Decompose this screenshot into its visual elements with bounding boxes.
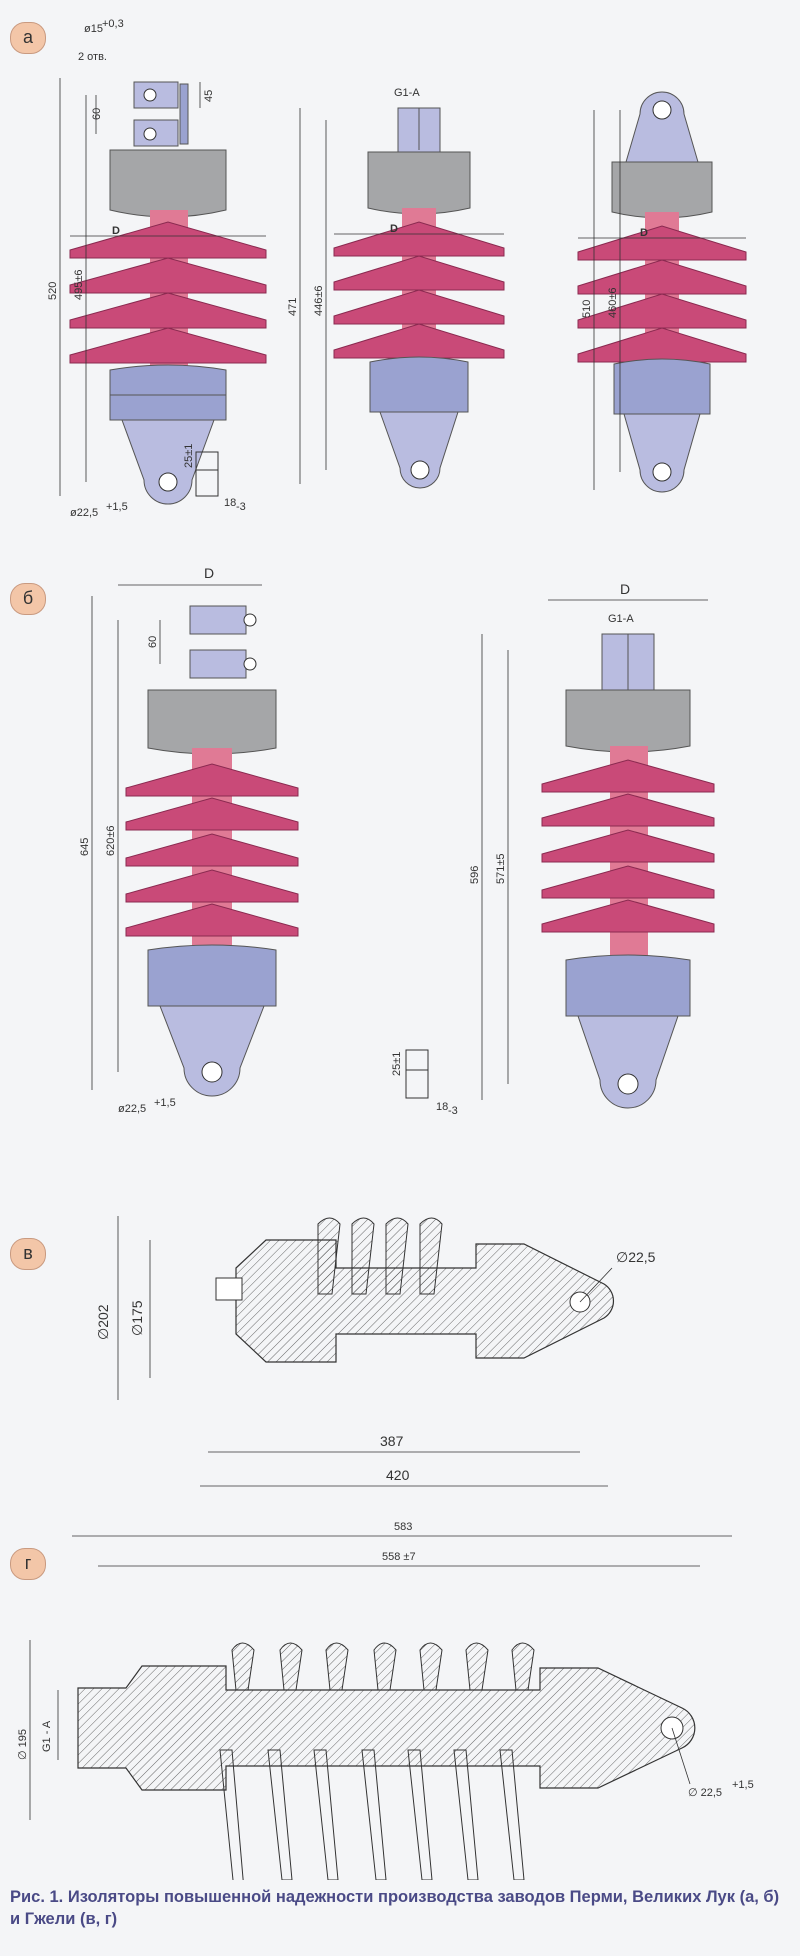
a-mid-dim-total: 471	[287, 298, 299, 316]
a-left-bottom-hole: ø22,5	[70, 507, 98, 519]
insulator-b-right	[481, 599, 715, 1109]
insulator-a-left	[59, 78, 267, 505]
insulator-a-right	[577, 91, 747, 493]
v-dia-outer: ∅202	[95, 1304, 111, 1340]
insulator-a-mid	[299, 107, 505, 489]
insulator-v-section	[117, 1216, 614, 1487]
b-right-thread: G1-A	[608, 613, 634, 625]
a-left-slot-w: 18	[224, 497, 236, 509]
a-left-dim-45: 45	[203, 90, 215, 102]
a-mid-thread: G1-A	[394, 87, 420, 99]
g-len-total: 583	[394, 1521, 412, 1533]
v-len-total: 420	[386, 1467, 410, 1483]
insulator-g-section	[29, 1535, 732, 1880]
b-left-dim-ins: 620±6	[105, 825, 117, 856]
panel-badge-g: г	[10, 1548, 46, 1580]
b-left-dim-60: 60	[147, 636, 159, 648]
insulator-b-left	[91, 584, 299, 1097]
a-left-dim-ins: 495±6	[73, 269, 85, 300]
a-left-slot-detail: 25±1 18 -3	[183, 444, 246, 513]
a-left-hole-count: 2 отв.	[78, 51, 107, 63]
g-hole-tol: +1,5	[732, 1779, 754, 1791]
b-left-bottom-tol: +1,5	[154, 1097, 176, 1109]
a-left-dim-60: 60	[91, 108, 103, 120]
a-left-D: D	[112, 225, 120, 237]
a-left-slot-tol: -3	[236, 501, 246, 513]
v-hole: ∅22,5	[616, 1249, 656, 1265]
figure-caption: Рис. 1. Изоляторы повышенной надежности …	[10, 1888, 780, 1928]
a-left-hole-dia: ø15	[84, 23, 103, 35]
a-left-hole-tol: +0,3	[102, 18, 124, 30]
g-thread: G1 - A	[41, 1720, 53, 1752]
g-hole: ∅ 22,5	[688, 1787, 722, 1799]
panel-badge-a: а	[10, 22, 46, 54]
b-right-D: D	[620, 581, 630, 597]
panel-badge-v: в	[10, 1238, 46, 1270]
b-left-slot-h: 25±1	[391, 1052, 403, 1076]
a-right-dim-total: 510	[581, 300, 593, 318]
v-len-ins: 387	[380, 1433, 404, 1449]
a-mid-D: D	[390, 223, 398, 235]
b-right-dim-ins: 571±5	[495, 853, 507, 884]
a-left-bottom-tol: +1,5	[106, 501, 128, 513]
a-left-slot-h: 25±1	[183, 444, 195, 468]
g-dia: ∅ 195	[17, 1729, 29, 1760]
b-left-slot-w: 18	[436, 1101, 448, 1113]
b-left-D: D	[204, 565, 214, 581]
b-left-slot-tol: -3	[448, 1105, 458, 1117]
figure-drawing: ø15 +0,3 2 отв. 60 45 520 495±6 D ø22,5 …	[17, 18, 754, 1880]
a-right-D: D	[640, 227, 648, 239]
b-left-bottom-hole: ø22,5	[118, 1103, 146, 1115]
panel-badge-b: б	[10, 583, 46, 615]
b-right-dim-total: 596	[469, 866, 481, 884]
g-len-ins: 558 ±7	[382, 1551, 416, 1563]
a-mid-dim-ins: 446±6	[313, 285, 325, 316]
b-left-dim-total: 645	[79, 838, 91, 856]
b-left-slot-detail: 25±1 18 -3	[391, 1049, 458, 1117]
a-left-dim-total: 520	[47, 282, 59, 300]
a-right-dim-ins: 460±6	[607, 287, 619, 318]
v-dia-inner: ∅175	[129, 1300, 145, 1336]
